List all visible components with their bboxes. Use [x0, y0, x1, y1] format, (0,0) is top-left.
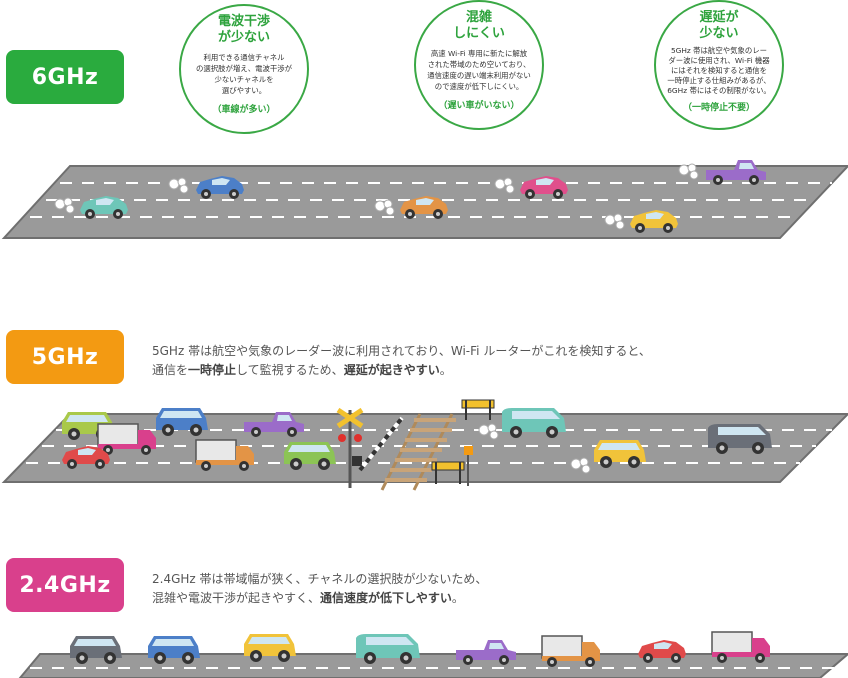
crossing-barrier-top [461, 399, 495, 420]
bubble-note: （遅い車がいない） [438, 101, 520, 111]
bubble-title: 電波干渉が少ない [217, 14, 270, 45]
bubble-note: （車線が多い） [212, 105, 276, 115]
description-2-4ghz: 2.4GHz 帯は帯域幅が狭く、チャネルの選択肢が少ないため、 混雑や電波干渉が… [152, 572, 488, 605]
description-5ghz: 5GHz 帯は航空や気象のレーダー波に利用されており、Wi-Fi ルーターがこれ… [152, 344, 651, 377]
bubble-title: 混雑しにくい [453, 10, 505, 41]
crossing-gate-left [358, 416, 404, 472]
band-label-2-4ghz: 2.4GHz [6, 558, 124, 612]
railroad-crossing-sign [336, 407, 364, 488]
band-label-5ghz: 5GHz [6, 330, 124, 384]
crossing-barrier-bottom [431, 446, 473, 486]
bubble-less-congestion: 混雑しにくい 高速 Wi-Fi 専用に新たに解放 された帯域のため空いており、 … [414, 0, 544, 130]
bubble-body: 高速 Wi-Fi 専用に新たに解放 された帯域のため空いており、 通信速度の遅い… [427, 49, 531, 91]
bubble-body: 利用できる通信チャネル の選択肢が増え、電波干渉が 少ないチャネルを 選びやすい… [195, 53, 293, 95]
bubble-body: 5GHz 帯は航空や気象のレー ダー波に使用され、Wi-Fi 機器 にはそれを検… [667, 46, 771, 95]
bubble-low-latency: 遅延が少ない 5GHz 帯は航空や気象のレー ダー波に使用され、Wi-Fi 機器… [654, 0, 784, 130]
band-label-6ghz: 6GHz [6, 50, 124, 104]
railroad-track [380, 413, 456, 491]
bubble-title: 遅延が少ない [699, 10, 739, 41]
bubble-note: （一時停止不要） [682, 103, 755, 113]
bubble-low-interference: 電波干渉が少ない 利用できる通信チャネル の選択肢が増え、電波干渉が 少ないチャ… [179, 4, 309, 134]
